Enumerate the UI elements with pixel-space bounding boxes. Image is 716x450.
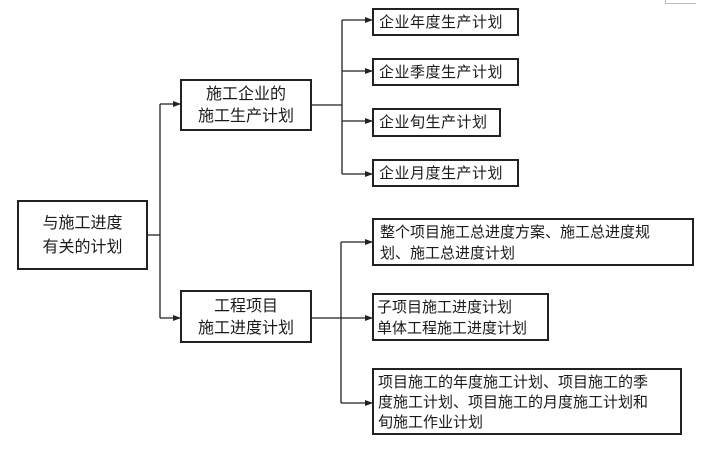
leaf-line-2: 单体工程施工进度计划 (377, 319, 528, 337)
leaf-node-subproject-schedule: 子项目施工进度计划 单体工程施工进度计划 (372, 293, 549, 341)
leaf-node-periodic-construction-plans: 项目施工的年度施工计划、项目施工的季 度施工计划、项目施工的月度施工计划和 旬施… (372, 368, 682, 435)
leaf-node-quarterly-production-plan: 企业季度生产计划 (372, 58, 519, 86)
leaf-label: 企业年度生产计划 (379, 12, 504, 31)
leaf-label: 企业旬生产计划 (379, 113, 488, 131)
leaf-line-2: 度施工计划、项目施工的月度施工计划和 (378, 393, 649, 411)
leaf-node-monthly-production-plan: 企业月度生产计划 (372, 159, 519, 187)
leaf-line-3: 旬施工作业计划 (378, 413, 484, 431)
leaf-label: 企业季度生产计划 (379, 62, 504, 81)
branch-1-line-2: 施工生产计划 (197, 106, 294, 125)
leaf-label: 企业月度生产计划 (379, 163, 504, 182)
leaf-line-1: 项目施工的年度施工计划、项目施工的季 (378, 373, 649, 391)
leaf-node-annual-production-plan: 企业年度生产计划 (372, 8, 519, 36)
leaf-line-2: 划、施工总进度计划 (380, 244, 516, 262)
branch-node-project-schedule-plan: 工程项目 施工进度计划 (180, 290, 312, 343)
leaf-node-overall-schedule: 整个项目施工总进度方案、施工总进度规 划、施工总进度计划 (372, 218, 694, 266)
leaf-node-ten-day-production-plan: 企业旬生产计划 (372, 108, 501, 137)
branch-2-line-1: 工程项目 (213, 295, 278, 315)
root-node-line-1: 与施工进度 (42, 213, 123, 232)
root-node-line-2: 有关的计划 (42, 237, 123, 256)
leaf-line-1: 子项目施工进度计划 (377, 298, 513, 316)
corner-mark (665, 0, 696, 4)
leaf-line-1: 整个项目施工总进度方案、施工总进度规 (380, 223, 651, 241)
branch-2-line-2: 施工进度计划 (197, 317, 294, 337)
branch-node-enterprise-production-plan: 施工企业的 施工生产计划 (180, 79, 312, 131)
root-node: 与施工进度 有关的计划 (17, 200, 148, 270)
branch-1-line-1: 施工企业的 (205, 84, 286, 103)
